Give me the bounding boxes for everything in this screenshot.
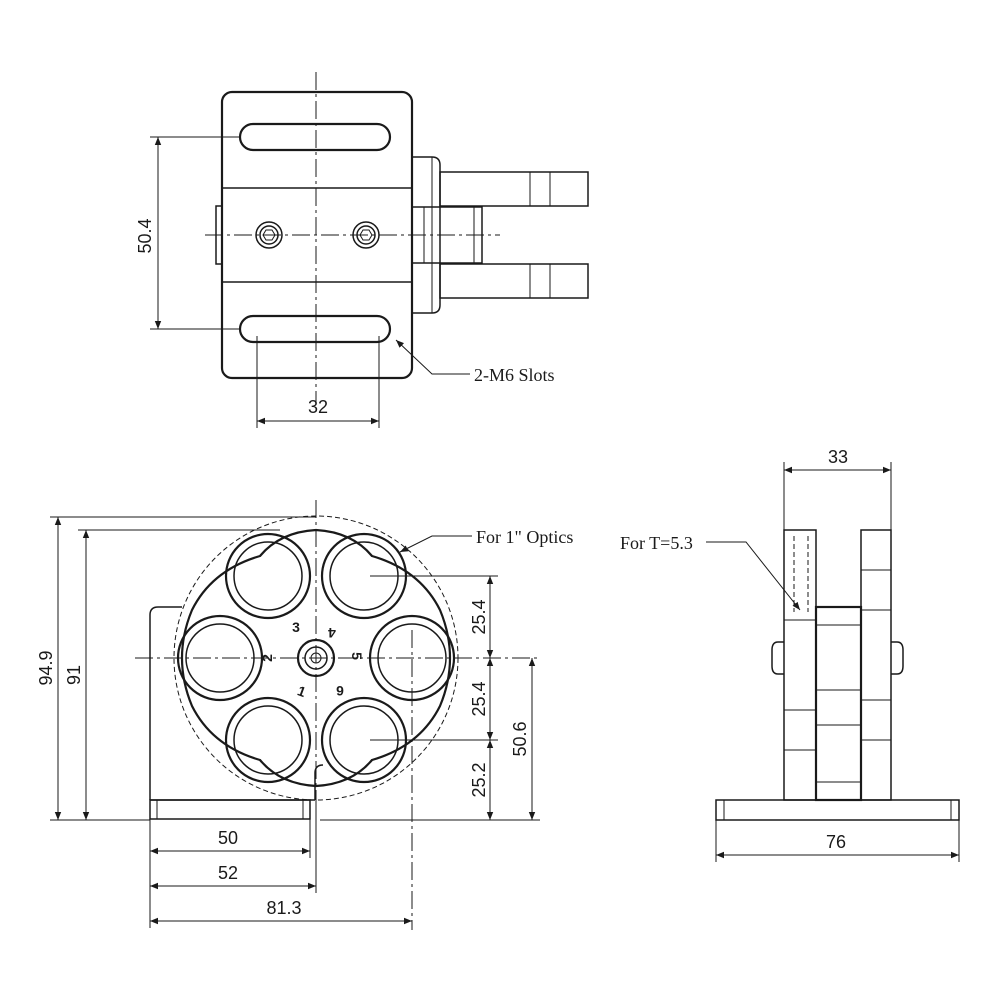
dim-base-offset: 25.2 — [469, 762, 489, 797]
callout-optics: For 1" Optics — [476, 527, 573, 547]
position-number: 4 — [328, 625, 336, 641]
optic-hole — [224, 696, 312, 784]
dim-slot-spacing: 50.4 — [135, 218, 155, 253]
front-bracket — [149, 606, 182, 800]
position-number: 1 — [295, 682, 308, 700]
dim-height: 91 — [64, 665, 84, 685]
dim-lower-pitch: 25.4 — [469, 681, 489, 716]
position-number: 3 — [292, 619, 300, 635]
dim-overall-height: 94.9 — [36, 650, 56, 685]
side-view: 33 76 For T=5.3 — [620, 447, 960, 862]
top-slot-lower — [238, 314, 392, 344]
side-hub — [814, 605, 863, 802]
dim-slot-width: 32 — [308, 397, 328, 417]
optic-hole — [224, 532, 312, 620]
dim-top: 33 — [828, 447, 848, 467]
dim-base-52: 52 — [218, 863, 238, 883]
callout-thickness: For T=5.3 — [620, 533, 693, 553]
dim-overall-width: 81.3 — [266, 898, 301, 918]
top-view: 50.4 32 2-M6 Slots — [135, 72, 589, 428]
position-number: 5 — [349, 652, 365, 660]
front-view: 3 4 2 5 1 6 25.4 25.4 25.2 50.6 94.9 91 — [36, 500, 573, 930]
dim-base-50: 50 — [218, 828, 238, 848]
filter-wheel — [180, 528, 452, 788]
dim-upper-pitch: 25.4 — [469, 599, 489, 634]
top-slot-upper — [238, 122, 392, 152]
knob-icon — [891, 641, 904, 675]
position-number: 6 — [336, 683, 344, 699]
front-base-plate — [149, 799, 311, 820]
callout-slots: 2-M6 Slots — [474, 365, 555, 385]
side-base-plate — [715, 799, 960, 821]
dim-center-height: 50.6 — [510, 721, 530, 756]
optic-hole — [176, 614, 264, 702]
knob-icon — [771, 641, 784, 675]
dim-base: 76 — [826, 832, 846, 852]
side-wheel-left — [783, 529, 817, 801]
